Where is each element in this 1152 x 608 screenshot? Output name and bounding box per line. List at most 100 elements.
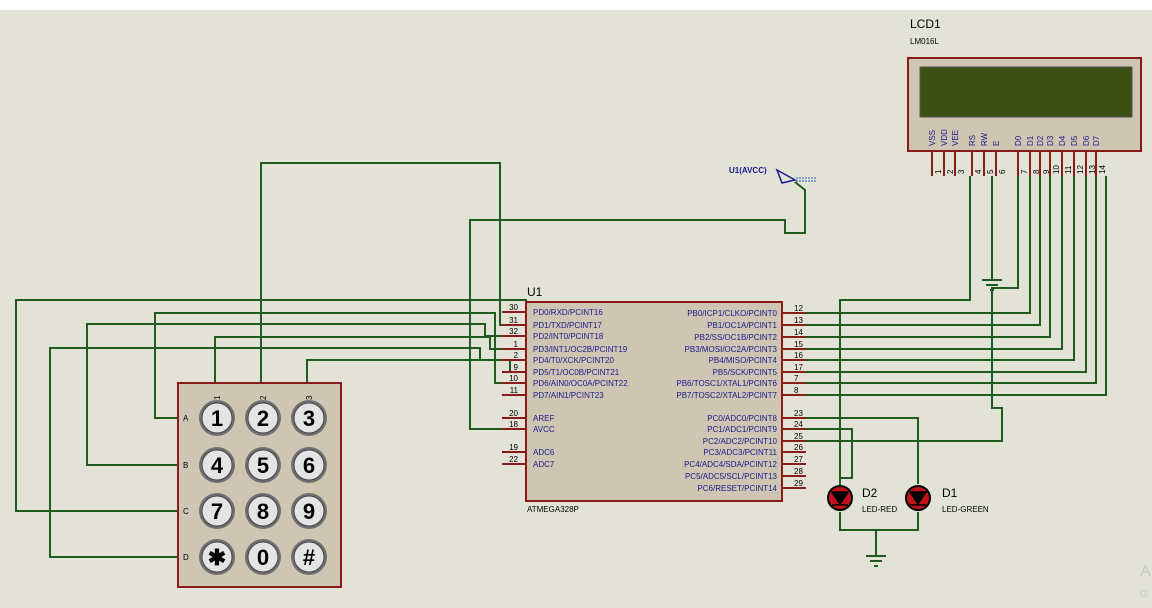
lcd-component[interactable]: LCD1 LM016L VSS1VDD2VEE3RS4RW5E6D07D18D2… — [907, 17, 1142, 176]
wire-keypad-col2[interactable] — [260, 162, 526, 383]
key-cap — [201, 541, 233, 573]
keypad-row-label: A — [183, 414, 189, 423]
keypad-col-label: 1 — [213, 395, 222, 400]
led-d1[interactable]: D1 LED-GREEN — [905, 485, 989, 514]
lcd-pin-number: 13 — [1088, 165, 1097, 174]
keypad-key[interactable]: # — [291, 539, 327, 575]
wire-led-common[interactable] — [839, 512, 919, 531]
mcu-pin-number: 8 — [794, 386, 799, 395]
power-arrow-icon — [775, 168, 798, 184]
keypad-col-label: 3 — [305, 395, 314, 400]
power-terminal[interactable]: U1(AVCC) — [729, 166, 817, 184]
key-label: 5 — [257, 453, 269, 478]
wire-keypad-row-b[interactable] — [86, 323, 526, 466]
wire-lcd-d6[interactable] — [782, 176, 1087, 373]
key-label: 8 — [257, 499, 269, 524]
mcu-pin-label: PB7/TOSC2/XTAL2/PCINT7 — [676, 391, 777, 400]
keypad-key[interactable]: 7 — [199, 493, 235, 529]
lcd-pin-number: 14 — [1098, 165, 1107, 174]
lcd-pin-label: D3 — [1046, 135, 1055, 146]
mcu-pin-label: PB0/ICP1/CLKO/PCINT0 — [687, 309, 777, 318]
watermark-line2: G — [1140, 589, 1148, 600]
mcu-pin-number: 30 — [509, 303, 518, 312]
top-strip — [0, 0, 1152, 10]
mcu-pin-number: 13 — [794, 316, 803, 325]
wire-keypad-col3[interactable] — [306, 359, 526, 383]
lcd-pin-number: 5 — [986, 169, 995, 174]
lcd-pin-label: RW — [980, 132, 989, 146]
mcu-pin-label: PD4/T0/XCK/PCINT20 — [533, 356, 614, 365]
key-cap — [293, 541, 325, 573]
mcu-pin-number: 26 — [794, 443, 803, 452]
wire-lcd-e[interactable] — [782, 176, 1019, 442]
wire-lcd-d7[interactable] — [782, 176, 1097, 384]
keypad-key[interactable]: 9 — [291, 493, 327, 529]
keypad-key[interactable]: 5 — [245, 447, 281, 483]
key-label: 7 — [211, 499, 223, 524]
keypad-key[interactable]: 0 — [245, 539, 281, 575]
lcd-pin-label: D4 — [1058, 135, 1067, 146]
wire-lcd-d3[interactable] — [782, 176, 1051, 338]
keypad-key[interactable]: ✱ — [199, 539, 235, 575]
lcd-pin-label: RS — [968, 135, 977, 146]
lcd-pin-number: 9 — [1042, 169, 1051, 174]
lcd-pin-number: 10 — [1052, 165, 1061, 174]
keypad-key[interactable]: 8 — [245, 493, 281, 529]
lcd-screen — [919, 66, 1133, 118]
lcd-pin-label: D6 — [1082, 135, 1091, 146]
mcu-pin-label: ADC7 — [533, 460, 555, 469]
lcd-pin-number: 6 — [998, 169, 1007, 174]
lcd-pin-group: VSS1VDD2VEE3RS4RW5E6D07D18D29D310D411D51… — [928, 129, 1107, 176]
wire-lcd-rs[interactable] — [839, 176, 971, 494]
mcu-pin-label: AVCC — [533, 425, 555, 434]
key-label: 3 — [303, 406, 315, 431]
mcu-pin-label: PC2/ADC2/PCINT10 — [703, 437, 778, 446]
wire-lcd-d1[interactable] — [782, 176, 1031, 314]
mcu-pin-label: PB6/TOSC1/XTAL1/PCINT6 — [676, 379, 777, 388]
keypad-key[interactable]: 1 — [199, 400, 235, 436]
key-cap — [247, 541, 279, 573]
mcu-component[interactable]: U1 ATMEGA328P 30PD0/RXD/PCINT1631PD1/TXD… — [502, 285, 806, 514]
key-label: 0 — [257, 545, 269, 570]
mcu-pin-label: PB5/SCK/PCINT5 — [713, 368, 778, 377]
keypad-key[interactable]: 6 — [291, 447, 327, 483]
mcu-pin-number: 7 — [794, 374, 799, 383]
lcd-model: LM016L — [910, 37, 939, 46]
wire-lcd-d2[interactable] — [782, 176, 1041, 326]
keypad-key[interactable]: 4 — [199, 447, 235, 483]
lcd-pin-number: 4 — [974, 169, 983, 174]
wire-led-green[interactable] — [782, 417, 919, 484]
mcu-pin-label: PB2/SS/OC1B/PCINT2 — [694, 333, 777, 342]
keypad-key[interactable]: 2 — [245, 400, 281, 436]
wire-lcd-d5[interactable] — [782, 176, 1075, 361]
mcu-pin-number: 25 — [794, 432, 803, 441]
key-cap — [247, 402, 279, 434]
wire-led-red[interactable] — [782, 428, 853, 484]
keypad-key[interactable]: 3 — [291, 400, 327, 436]
mcu-pin-number: 12 — [794, 304, 803, 313]
mcu-pin-number: 15 — [794, 340, 803, 349]
lcd-pin-label: D7 — [1092, 135, 1101, 146]
key-cap — [201, 402, 233, 434]
key-label: 9 — [303, 499, 315, 524]
mcu-pin-label: PD2/INT0/PCINT18 — [533, 332, 604, 341]
keypad-row-label: D — [183, 553, 189, 562]
mcu-pin-label: PC1/ADC1/PCINT9 — [707, 425, 777, 434]
key-cap — [293, 449, 325, 481]
wire-lcd-d4[interactable] — [782, 176, 1063, 350]
wire-avcc[interactable] — [469, 181, 806, 430]
led-d2[interactable]: D2 LED-RED — [827, 485, 897, 514]
lcd-pin-number: 11 — [1064, 165, 1073, 174]
mcu-model: ATMEGA328P — [527, 505, 579, 514]
mcu-pin-number: 28 — [794, 467, 803, 476]
wire-lcd-d0[interactable] — [782, 176, 1107, 396]
wire-keypad-row-a[interactable] — [154, 312, 526, 419]
wire-keypad-row-d[interactable] — [49, 347, 526, 558]
wire-group — [15, 162, 1107, 558]
mcu-pin-label: PB1/OC1A/PCINT1 — [707, 321, 777, 330]
lcd-pin-number: 12 — [1076, 165, 1085, 174]
